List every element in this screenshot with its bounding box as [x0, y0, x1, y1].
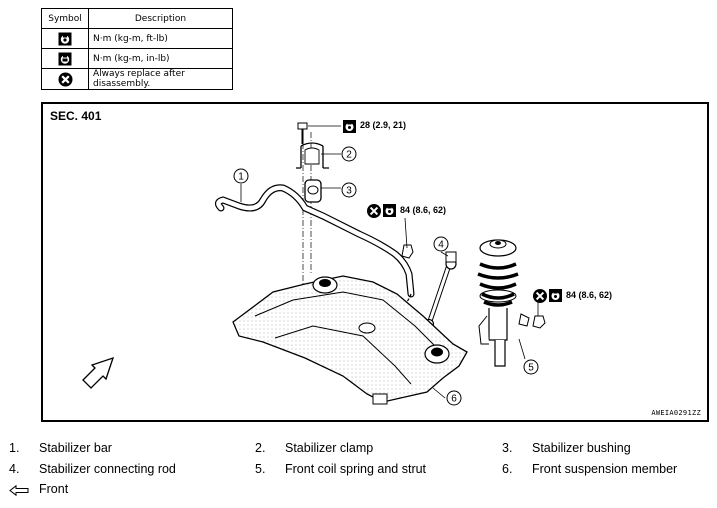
torque-wrench-inlb-icon: [58, 52, 72, 65]
svg-text:1: 1: [238, 172, 244, 183]
stabilizer-connecting-rod: [423, 251, 457, 330]
front-label: Front: [39, 482, 69, 496]
legend-header-row: Symbol Description: [41, 8, 233, 29]
torque-wrench-icon: [549, 289, 562, 302]
stabilizer-clamp: [296, 142, 329, 169]
part-number: 5.: [255, 462, 266, 476]
legend-row: N·m (kg-m, in-lb): [41, 48, 233, 69]
section-label: SEC. 401: [50, 109, 102, 123]
always-replace-icon: [533, 289, 547, 303]
legend-symbol-cell: [41, 68, 89, 90]
part-number: 1.: [9, 441, 20, 455]
nut: [401, 244, 414, 259]
legend-description: Always replace after disassembly.: [88, 68, 233, 90]
always-replace-icon: [367, 204, 381, 218]
part-number: 6.: [502, 462, 513, 476]
svg-text:5: 5: [528, 363, 534, 374]
callout-3: 3: [341, 182, 357, 198]
legend-row: Always replace after disassembly.: [41, 68, 233, 90]
torque-wrench-ftlb-icon: [58, 32, 72, 45]
legend-row: N·m (kg-m, ft-lb): [41, 28, 233, 49]
torque-value: 28 (2.9, 21): [360, 120, 407, 130]
clamp-bolt: [297, 122, 308, 144]
front-suspension-member: [232, 275, 468, 405]
always-replace-icon: [58, 72, 72, 86]
symbol-legend-table: Symbol Description N·m (kg-m, ft-lb) N·m…: [41, 8, 233, 90]
torque-wrench-icon: [383, 204, 396, 217]
part-label: Stabilizer connecting rod: [39, 462, 176, 476]
part-label: Stabilizer bar: [39, 441, 112, 455]
callout-5: 5: [523, 359, 539, 375]
suspension-drawing: 1 2 3 4 5 6: [82, 120, 562, 406]
front-direction-arrow: [82, 356, 115, 389]
callout-6: 6: [446, 390, 462, 406]
legend-header-symbol: Symbol: [41, 8, 89, 29]
reference-code: AWEIA0291ZZ: [651, 409, 701, 417]
callout-1: 1: [233, 168, 249, 184]
nut: [532, 315, 546, 329]
suspension-diagram: SEC. 401: [41, 102, 709, 422]
legend-symbol-cell: [41, 28, 89, 49]
part-number: 2.: [255, 441, 266, 455]
part-label: Front coil spring and strut: [285, 462, 427, 476]
svg-text:2: 2: [346, 150, 352, 161]
legend-symbol-cell: [41, 48, 89, 69]
callout-2: 2: [341, 146, 357, 162]
part-number: 4.: [9, 462, 20, 476]
part-label: Stabilizer bushing: [532, 441, 631, 455]
callout-4: 4: [433, 236, 449, 252]
stabilizer-bushing: [304, 179, 322, 203]
legend-description: N·m (kg-m, ft-lb): [88, 28, 233, 49]
svg-text:3: 3: [346, 186, 352, 197]
part-label: Front suspension member: [532, 462, 678, 476]
torque-value: 84 (8.6, 62): [400, 205, 447, 215]
front-coil-spring-and-strut: [477, 239, 530, 367]
svg-text:4: 4: [438, 240, 444, 251]
legend-description: N·m (kg-m, in-lb): [88, 48, 233, 69]
part-number: 3.: [502, 441, 513, 455]
svg-text:6: 6: [451, 394, 457, 405]
part-label: Stabilizer clamp: [285, 441, 374, 455]
torque-value: 84 (8.6, 62): [566, 290, 613, 300]
torque-wrench-icon: [343, 120, 356, 133]
legend-header-description: Description: [88, 8, 233, 29]
front-arrow-icon: [9, 485, 29, 496]
